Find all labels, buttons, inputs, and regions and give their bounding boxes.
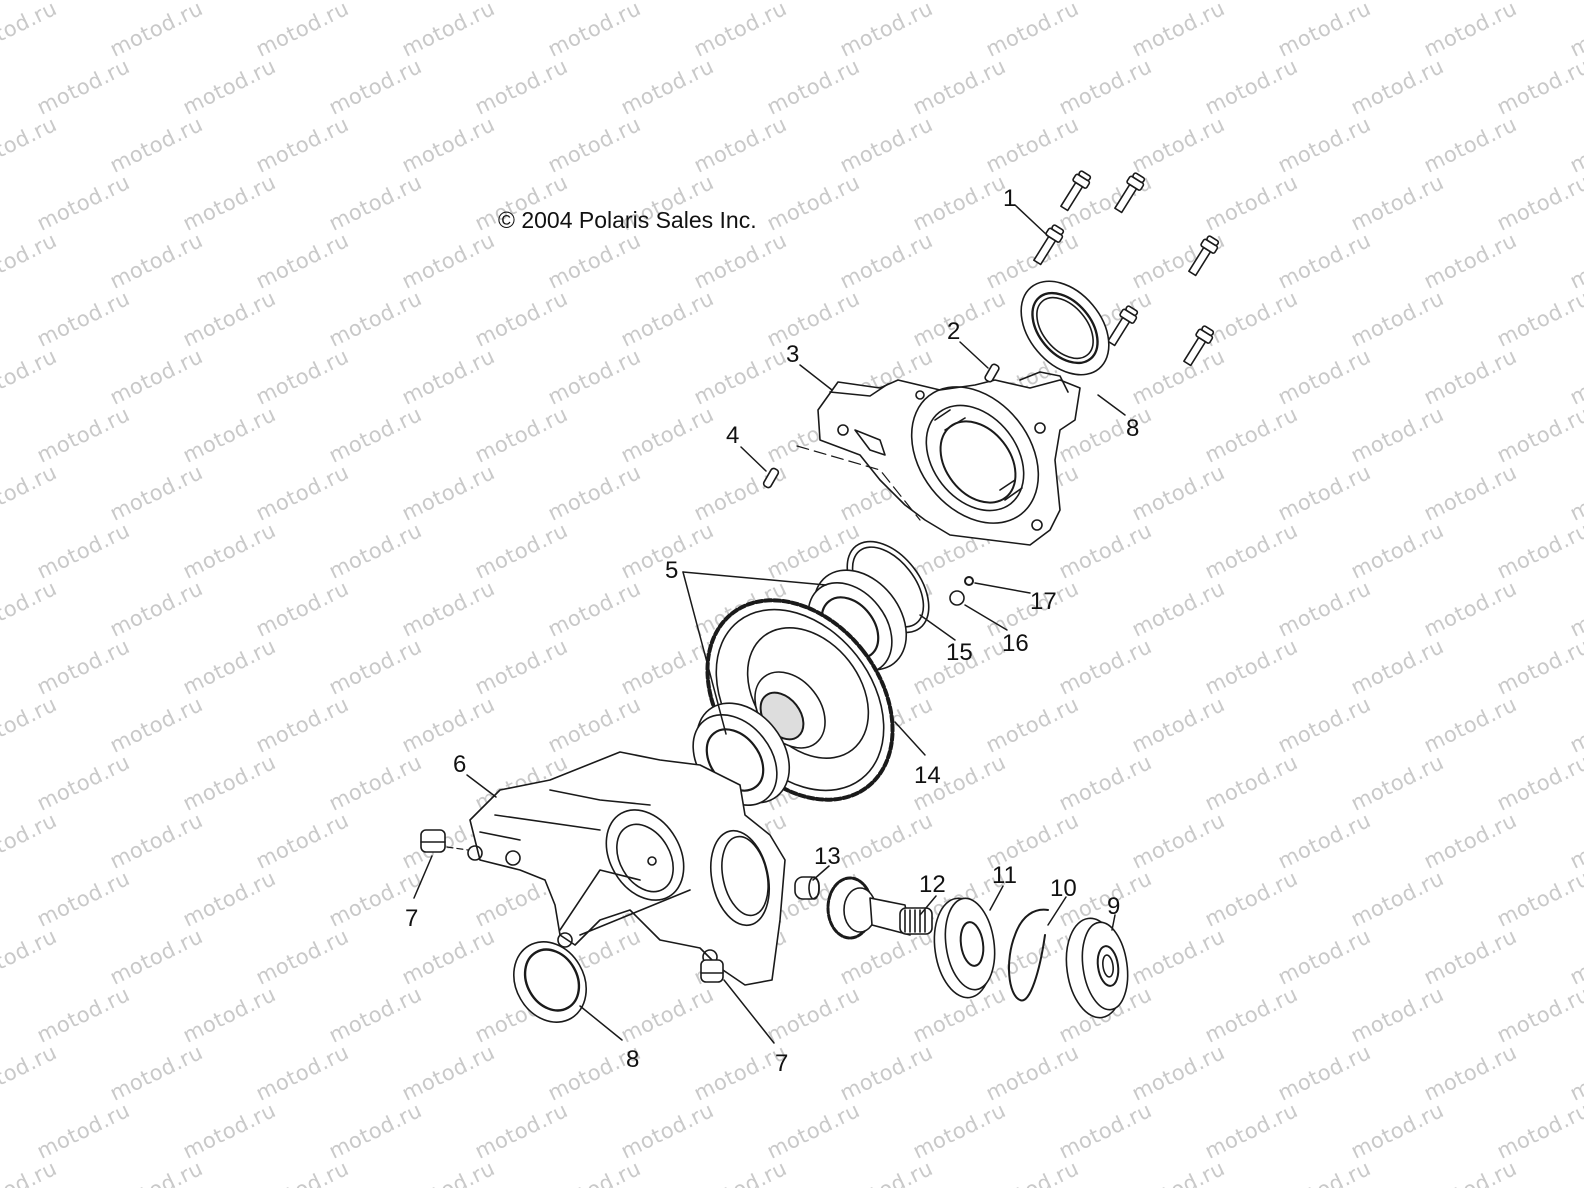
bolt-icon [1033, 224, 1065, 266]
plug-icon [700, 959, 724, 983]
screw-icon [949, 590, 965, 606]
callout-2: 2 [947, 318, 960, 345]
callout-5: 5 [665, 557, 678, 584]
needle-bearing [794, 876, 820, 900]
seal-lower [513, 941, 587, 1023]
callout-15: 15 [946, 639, 973, 666]
bolt-set [1033, 170, 1220, 367]
callout-3: 3 [786, 341, 799, 368]
callout-7b: 7 [775, 1050, 788, 1077]
callout-16: 16 [1002, 630, 1029, 657]
callout-14: 14 [914, 762, 941, 789]
bolt-icon [1183, 325, 1215, 367]
bolt-icon [1188, 235, 1220, 277]
bolt-icon [1107, 305, 1139, 347]
callout-12: 12 [919, 871, 946, 898]
bolt-icon [1060, 170, 1092, 212]
callout-1: 1 [1003, 185, 1016, 212]
gearcase-housing [467, 751, 786, 986]
plug-icon [420, 829, 446, 853]
callout-6: 6 [453, 751, 466, 778]
seal-9 [1065, 917, 1129, 1019]
callout-labels: 1 2 3 4 5 6 7 7 8 8 9 10 11 12 13 14 15 … [405, 185, 1139, 1077]
callout-8b: 8 [626, 1046, 639, 1073]
bearing-11 [933, 897, 996, 999]
assembly-centerline [446, 846, 469, 851]
callout-7a: 7 [405, 905, 418, 932]
dowel-pin-icon [984, 363, 1000, 383]
pinion-shaft [826, 876, 933, 940]
assembly-centerline [796, 445, 921, 521]
callout-4: 4 [726, 422, 739, 449]
seal-top [1020, 280, 1110, 376]
bolt-icon [1114, 172, 1146, 214]
callout-8a: 8 [1126, 415, 1139, 442]
washer-icon [964, 576, 974, 586]
callout-13: 13 [814, 843, 841, 870]
leader-lines [413, 204, 1126, 1044]
retaining-ring [1008, 908, 1049, 1002]
callout-9: 9 [1107, 893, 1120, 920]
copyright-notice: © 2004 Polaris Sales Inc. [498, 207, 757, 233]
callout-17: 17 [1030, 588, 1057, 615]
callout-11: 11 [992, 862, 1017, 889]
dowel-pin-icon [762, 467, 780, 489]
gearcase-cover [817, 371, 1081, 546]
callout-10: 10 [1050, 875, 1077, 902]
